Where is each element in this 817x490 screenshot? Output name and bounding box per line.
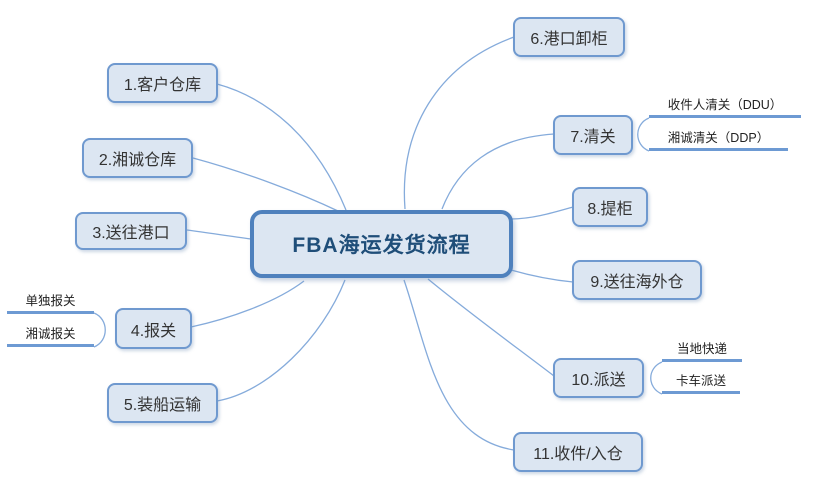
node-label: 5.装船运输 xyxy=(123,397,202,414)
node-6-port-unloading[interactable]: 6.港口卸柜 xyxy=(513,17,625,57)
central-topic[interactable]: FBA海运发货流程 xyxy=(250,210,513,278)
sublabel-xiangcheng-clearance-ddp[interactable]: 湘诚清关（DDP） xyxy=(649,130,788,151)
node-label: 9.送往海外仓 xyxy=(590,274,684,291)
link-center-to-node-9 xyxy=(510,269,574,283)
link-center-to-node-1 xyxy=(216,83,347,211)
fork-node-4-children xyxy=(93,312,106,348)
node-2-xiangcheng-warehouse[interactable]: 2.湘诚仓库 xyxy=(82,138,193,178)
sublabel-text: 单独报关 xyxy=(25,294,76,308)
sublabel-text: 卡车派送 xyxy=(675,374,726,388)
node-label: 6.港口卸柜 xyxy=(530,31,608,48)
link-center-to-node-6 xyxy=(403,36,515,210)
link-center-to-node-5 xyxy=(216,279,346,402)
sublabel-consignee-clearance-ddu[interactable]: 收件人清关（DDU） xyxy=(649,97,801,118)
link-center-to-node-3 xyxy=(186,229,252,240)
node-label: 11.收件/入仓 xyxy=(533,446,623,463)
sublabel-local-express[interactable]: 当地快递 xyxy=(662,341,742,362)
node-label: 7.清关 xyxy=(570,129,616,146)
node-label: 4.报关 xyxy=(130,322,177,340)
link-center-to-node-7 xyxy=(441,133,555,210)
node-label: 8.提柜 xyxy=(587,201,633,218)
node-4-customs-declaration[interactable]: 4.报关 xyxy=(115,308,192,349)
sublabel-text: 湘诚清关（DDP） xyxy=(667,131,770,145)
node-9-send-to-overseas-warehouse[interactable]: 9.送往海外仓 xyxy=(572,260,702,300)
fork-node-10-children xyxy=(650,361,663,395)
link-center-to-node-4 xyxy=(190,280,305,328)
node-label: 2.湘诚仓库 xyxy=(98,152,177,169)
link-center-to-node-2 xyxy=(192,157,339,212)
link-center-to-node-11 xyxy=(403,279,515,451)
sublabel-text: 收件人清关（DDU） xyxy=(667,98,783,112)
node-11-receive-inbound[interactable]: 11.收件/入仓 xyxy=(513,432,643,472)
node-label: 10.派送 xyxy=(571,372,626,389)
node-1-customer-warehouse[interactable]: 1.客户仓库 xyxy=(107,63,218,103)
node-8-container-pickup[interactable]: 8.提柜 xyxy=(572,187,648,227)
central-topic-label: FBA海运发货流程 xyxy=(292,234,471,257)
node-5-loading-shipping[interactable]: 5.装船运输 xyxy=(107,383,218,423)
sublabel-text: 当地快递 xyxy=(676,342,727,356)
node-label: 1.客户仓库 xyxy=(123,77,202,94)
link-center-to-node-8 xyxy=(510,206,574,220)
link-center-to-node-10 xyxy=(427,278,555,377)
sublabel-text: 湘诚报关 xyxy=(25,327,76,341)
node-3-send-to-port[interactable]: 3.送往港口 xyxy=(75,212,187,250)
node-10-delivery[interactable]: 10.派送 xyxy=(553,358,644,398)
fork-node-7-children xyxy=(637,117,650,152)
sublabel-truck-delivery[interactable]: 卡车派送 xyxy=(662,373,740,394)
node-7-customs-clearance[interactable]: 7.清关 xyxy=(553,115,633,155)
sublabel-xiangcheng-declaration[interactable]: 湘诚报关 xyxy=(7,326,94,347)
sublabel-separate-declaration[interactable]: 单独报关 xyxy=(7,293,94,314)
node-label: 3.送往港口 xyxy=(92,225,170,242)
